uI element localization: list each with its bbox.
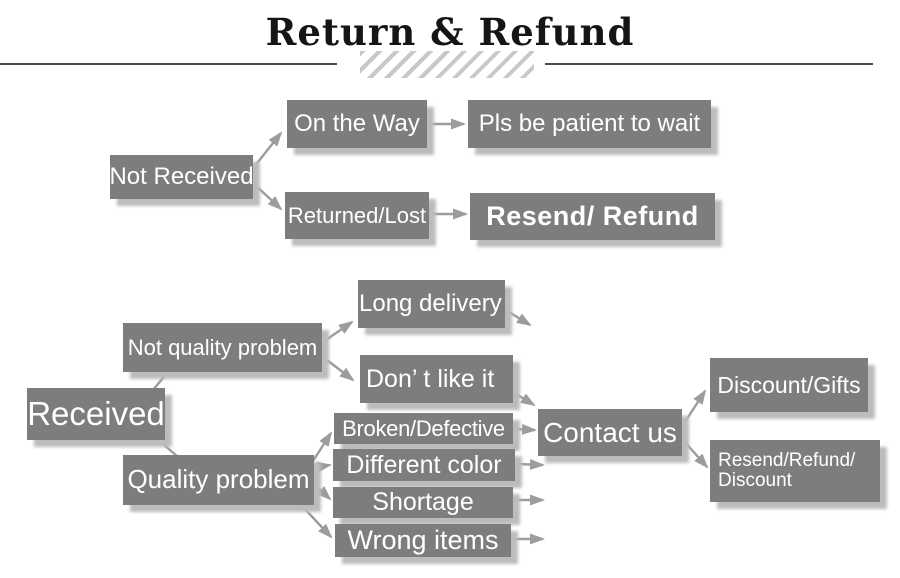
arrow-contact-us-to-resend-refund-discount [682, 439, 709, 469]
node-label: Not Received [110, 163, 253, 191]
node-label: On the Way [294, 110, 420, 138]
node-not-received: Not Received [110, 155, 253, 199]
arrow-long-delivery-out [503, 307, 532, 327]
node-label: Resend/Refund/ Discount [718, 450, 856, 491]
node-pls-be-patient-to-wait: Pls be patient to wait [468, 100, 711, 148]
node-dont-like-it: Don’ t like it [360, 355, 513, 403]
arrow-qp-to-different-color [312, 461, 332, 473]
node-not-quality-problem: Not quality problem [123, 323, 322, 372]
arrow-different-color-to-contact-us [516, 459, 545, 470]
node-label: Broken/Defective [342, 415, 505, 441]
node-received: Received [27, 388, 165, 440]
node-label: Quality problem [127, 464, 310, 495]
node-label: Discount/Gifts [717, 371, 861, 398]
node-shortage: Shortage [333, 487, 513, 518]
node-on-the-way: On the Way [287, 100, 427, 148]
arrow-qp-to-shortage [312, 482, 332, 501]
node-label: Wrong items [347, 525, 499, 556]
node-label: Long delivery [359, 290, 502, 318]
arrow-qp-to-broken-defective [311, 431, 333, 462]
diagonal-hatch-decoration [360, 51, 534, 78]
node-label: Different color [346, 450, 502, 479]
node-wrong-items: Wrong items [335, 524, 511, 557]
arrow-contact-us-to-discount-gifts [681, 389, 707, 426]
arrow-not-received-to-on-the-way [253, 131, 283, 168]
title-divider-right [545, 63, 873, 65]
node-label: Not quality problem [127, 334, 318, 360]
node-label: Don’ t like it [366, 364, 495, 393]
arrow-broken-defective-to-contact-us [513, 423, 537, 435]
node-different-color: Different color [333, 449, 515, 481]
node-label: Received [27, 394, 165, 432]
page-title: Return & Refund [265, 10, 635, 54]
line-received-to-quality-problem [156, 438, 178, 457]
node-returned-lost: Returned/Lost [285, 192, 429, 239]
title-divider-left [0, 63, 337, 65]
node-label: Contact us [543, 416, 677, 448]
node-label: Resend/ Refund [486, 201, 699, 232]
node-label: Shortage [372, 488, 474, 517]
arrow-not-received-to-returned-lost [253, 183, 283, 211]
node-label: Returned/Lost [287, 202, 427, 228]
node-label: Pls be patient to wait [478, 110, 701, 138]
node-contact-us: Contact us [538, 409, 682, 456]
node-resend-refund: Resend/ Refund [470, 193, 715, 240]
node-discount-gifts: Discount/Gifts [710, 358, 868, 412]
node-resend-refund-discount: Resend/Refund/ Discount [710, 440, 880, 502]
arrow-nqp-to-dont-like-it [322, 356, 355, 382]
arrow-nqp-to-long-delivery [322, 320, 354, 343]
arrow-qp-to-wrong-items [302, 506, 333, 539]
node-broken-defective: Broken/Defective [334, 413, 513, 444]
node-quality-problem: Quality problem [123, 455, 314, 505]
node-long-delivery: Long delivery [358, 280, 505, 328]
